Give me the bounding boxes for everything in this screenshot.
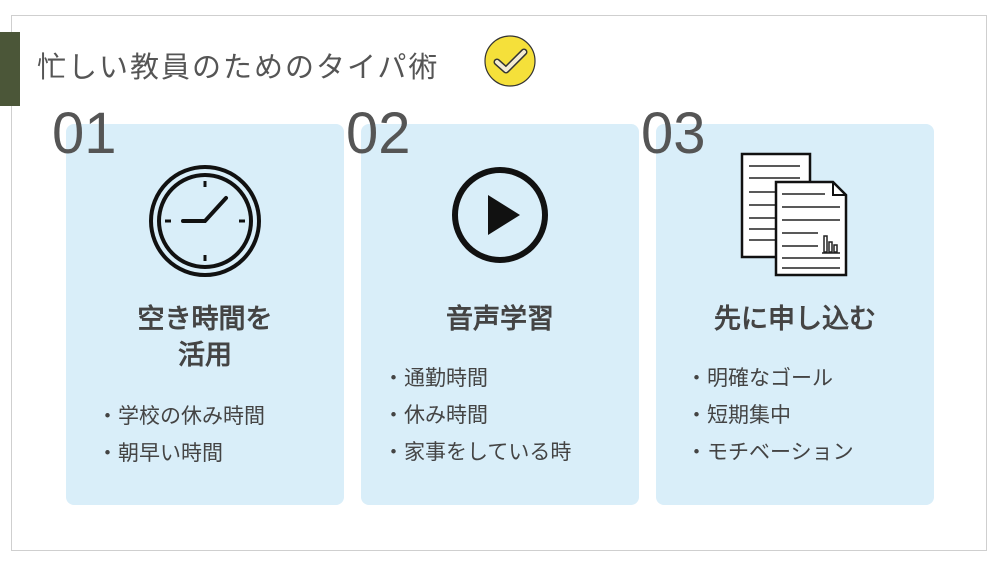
card-1: 空き時間を 活用 ・学校の休み時間 ・朝早い時間 (66, 124, 344, 505)
heading-line: 空き時間を (137, 304, 273, 335)
list-item: ・明確なゴール (686, 366, 833, 390)
card-number: 01 (52, 101, 117, 166)
heading-line: 活用 (178, 340, 232, 371)
bullet-list: ・明確なゴール ・短期集中 ・モチベーション (686, 360, 854, 471)
list-item: ・休み時間 (383, 403, 488, 427)
list-item: ・通勤時間 (383, 366, 488, 390)
card-number: 02 (346, 101, 411, 166)
documents-icon (740, 152, 848, 277)
card-number: 03 (641, 101, 706, 166)
bullet-list: ・通勤時間 ・休み時間 ・家事をしている時 (383, 360, 571, 471)
card-heading: 音声学習 (361, 302, 639, 338)
list-item: ・モチベーション (686, 440, 854, 464)
heading-line: 先に申し込む (714, 304, 876, 335)
list-item: ・短期集中 (686, 403, 791, 427)
list-item: ・学校の休み時間 (97, 404, 265, 428)
heading-line: 音声学習 (446, 304, 554, 335)
slide-frame (11, 15, 987, 551)
accent-bar (0, 32, 20, 106)
card-2: 音声学習 ・通勤時間 ・休み時間 ・家事をしている時 (361, 124, 639, 505)
play-icon (452, 167, 548, 263)
checkmark-icon (484, 35, 536, 87)
clock-icon (149, 165, 261, 277)
bullet-list: ・学校の休み時間 ・朝早い時間 (97, 398, 265, 472)
slide-title: 忙しい教員のためのタイパ術 (37, 50, 440, 84)
card-heading: 空き時間を 活用 (66, 302, 344, 374)
list-item: ・朝早い時間 (97, 441, 223, 465)
card-3: 先に申し込む ・明確なゴール ・短期集中 ・モチベーション (656, 124, 934, 505)
card-heading: 先に申し込む (656, 302, 934, 338)
list-item: ・家事をしている時 (383, 440, 572, 464)
